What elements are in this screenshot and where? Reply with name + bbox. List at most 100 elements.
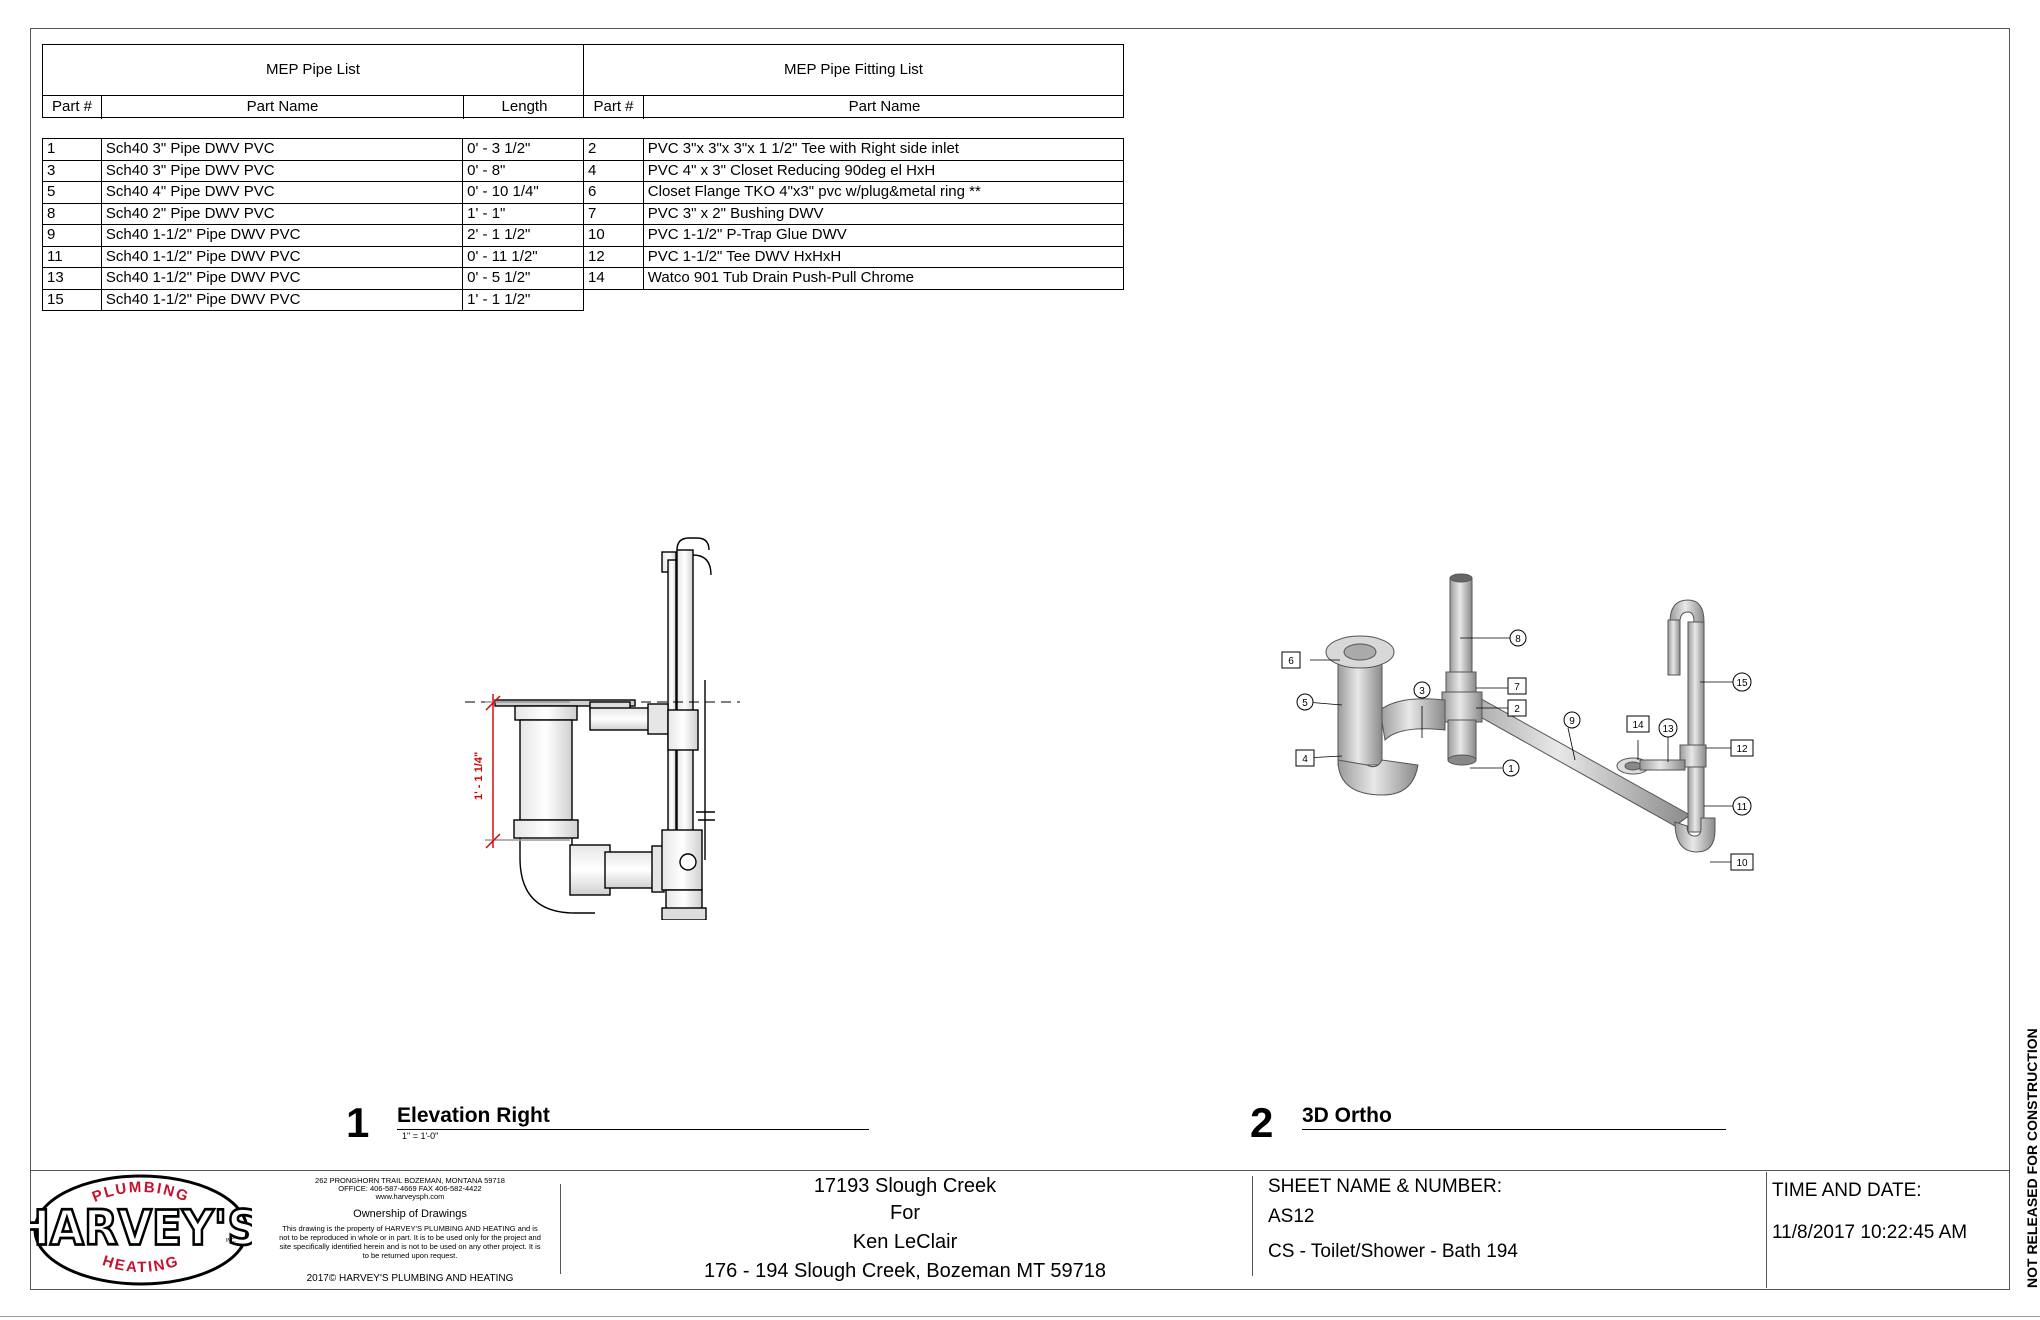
part-number: 3 bbox=[42, 159, 102, 182]
part-number: 15 bbox=[42, 288, 102, 311]
part-number: 6 bbox=[583, 181, 644, 204]
elevation-right-drawing: 1' - 1 1/4" bbox=[465, 537, 740, 920]
part-name: Sch40 3" Pipe DWV PVC bbox=[100, 138, 464, 161]
svg-text:9: 9 bbox=[1569, 716, 1575, 727]
tag-6: 6 bbox=[1281, 651, 1301, 669]
part-number: 5 bbox=[42, 181, 102, 204]
part-name: Sch40 1-1/2" Pipe DWV PVC bbox=[100, 245, 464, 268]
fitting-list-header: MEP Pipe Fitting List Part # Part Name bbox=[583, 44, 1124, 119]
svg-text:5: 5 bbox=[1302, 698, 1308, 709]
title-block bbox=[30, 1170, 2010, 1290]
sheet-number: AS12 bbox=[1268, 1206, 1315, 1227]
pipe-list-col-name: Part Name bbox=[102, 95, 464, 119]
view-1-name: Elevation Right bbox=[397, 1104, 550, 1127]
pipe-list-header: MEP Pipe List Part # Part Name Length bbox=[42, 44, 584, 119]
page-edge bbox=[0, 1316, 2040, 1317]
part-number: 11 bbox=[42, 245, 102, 268]
table-row: 11 Sch40 1-1/2" Pipe DWV PVC 0' - 11 1/2… bbox=[42, 245, 584, 268]
table-row: 7 PVC 3" x 2" Bushing DWV bbox=[583, 202, 1125, 225]
copyright: 2017© HARVEY'S PLUMBING AND HEATING bbox=[306, 1273, 514, 1284]
view-2-name: 3D Ortho bbox=[1302, 1104, 1392, 1127]
table-row: 8 Sch40 2" Pipe DWV PVC 1' - 1" bbox=[42, 202, 584, 225]
fitting-list-col-name: Part Name bbox=[848, 98, 921, 115]
part-name: Sch40 2" Pipe DWV PVC bbox=[100, 202, 464, 225]
table-row: 14 Watco 901 Tub Drain Push-Pull Chrome bbox=[583, 267, 1125, 290]
tag-9: 9 bbox=[1563, 711, 1581, 729]
company-website: www.harveysph.com bbox=[375, 1192, 445, 1201]
3d-ortho-drawing: 6 5 4 3 8 7 2 1 9 14 13 15 12 11 10 bbox=[1281, 573, 1754, 871]
tag-5: 5 bbox=[1296, 693, 1314, 711]
company-phone: OFFICE: 406-587-4669 FAX 406-582-4422 bbox=[338, 1184, 482, 1193]
part-number: 10 bbox=[583, 224, 644, 247]
company-address: 262 PRONGHORN TRAIL BOZEMAN, MONTANA 597… bbox=[315, 1176, 505, 1185]
table-row: 13 Sch40 1-1/2" Pipe DWV PVC 0' - 5 1/2" bbox=[42, 267, 584, 290]
sheet-name: CS - Toilet/Shower - Bath 194 bbox=[1268, 1241, 1518, 1262]
svg-text:10: 10 bbox=[1736, 858, 1748, 869]
view-2-underline bbox=[1302, 1129, 1726, 1130]
part-name: Sch40 1-1/2" Pipe DWV PVC bbox=[100, 288, 464, 311]
part-name: PVC 4" x 3" Closet Reducing 90deg el HxH bbox=[642, 159, 1125, 182]
part-name: Closet Flange TKO 4"x3" pvc w/plug&metal… bbox=[642, 181, 1125, 204]
table-row: 1 Sch40 3" Pipe DWV PVC 0' - 3 1/2" bbox=[42, 138, 584, 161]
svg-text:1: 1 bbox=[1508, 764, 1514, 775]
svg-text:8: 8 bbox=[1515, 634, 1521, 645]
part-length: 0' - 5 1/2" bbox=[462, 267, 584, 290]
logo-inc-text: INC. bbox=[226, 1238, 236, 1244]
part-name: Sch40 3" Pipe DWV PVC bbox=[100, 159, 464, 182]
part-number: 9 bbox=[42, 224, 102, 247]
part-name: Sch40 4" Pipe DWV PVC bbox=[100, 181, 464, 204]
part-number: 2 bbox=[583, 138, 644, 161]
title-block-divider bbox=[560, 1184, 561, 1274]
svg-text:15: 15 bbox=[1736, 678, 1748, 689]
tag-1: 1 bbox=[1502, 759, 1520, 777]
sheet-label: SHEET NAME & NUMBER: bbox=[1268, 1176, 1503, 1197]
part-length: 2' - 1 1/2" bbox=[462, 224, 584, 247]
part-name: PVC 3"x 3"x 3"x 1 1/2" Tee with Right si… bbox=[642, 138, 1125, 161]
part-length: 1' - 1 1/2" bbox=[462, 288, 584, 311]
svg-text:3: 3 bbox=[1419, 686, 1425, 697]
part-name: PVC 1-1/2" P-Trap Glue DWV bbox=[642, 224, 1125, 247]
view-1-underline bbox=[397, 1129, 869, 1130]
harveys-logo: PLUMBING HEATING HARVEY'S INC. bbox=[30, 1174, 252, 1286]
tag-15: 15 bbox=[1732, 672, 1752, 692]
view-2-number: 2 bbox=[1250, 1099, 1274, 1146]
part-number: 8 bbox=[42, 202, 102, 225]
part-name: PVC 3" x 2" Bushing DWV bbox=[642, 202, 1125, 225]
table-row: 3 Sch40 3" Pipe DWV PVC 0' - 8" bbox=[42, 159, 584, 182]
title-block-divider bbox=[1766, 1172, 1767, 1288]
svg-text:7: 7 bbox=[1514, 682, 1520, 693]
logo-bottom-text: HEATING bbox=[100, 1252, 179, 1276]
table-row: 2 PVC 3"x 3"x 3"x 1 1/2" Tee with Right … bbox=[583, 138, 1125, 161]
tag-4: 4 bbox=[1295, 749, 1315, 767]
view-1-scale: 1" = 1'-0" bbox=[402, 1131, 439, 1141]
elevation-dimension-label: 1' - 1 1/4" bbox=[473, 752, 485, 800]
pipe-list-col-part: Part # bbox=[43, 95, 102, 119]
part-number: 12 bbox=[583, 245, 644, 268]
part-name: PVC 1-1/2" Tee DWV HxHxH bbox=[642, 245, 1125, 268]
sheet-border bbox=[30, 28, 2010, 1290]
part-length: 0' - 3 1/2" bbox=[462, 138, 584, 161]
tag-8: 8 bbox=[1509, 629, 1527, 647]
tag-3: 3 bbox=[1413, 681, 1431, 699]
release-note: NOT RELEASED FOR CONSTRUCTION bbox=[2024, 1028, 2040, 1288]
project-name: 17193 Slough Creek bbox=[813, 1175, 997, 1197]
pipe-list-title: MEP Pipe List bbox=[43, 45, 583, 96]
fitting-list-col-part: Part # bbox=[584, 95, 644, 119]
part-number: 7 bbox=[583, 202, 644, 225]
part-length: 0' - 10 1/4" bbox=[462, 181, 584, 204]
svg-text:6: 6 bbox=[1288, 656, 1294, 667]
part-number: 14 bbox=[583, 267, 644, 290]
tag-7: 7 bbox=[1507, 677, 1527, 695]
table-row: 4 PVC 4" x 3" Closet Reducing 90deg el H… bbox=[583, 159, 1125, 182]
client-name: Ken LeClair bbox=[852, 1231, 958, 1253]
tag-13: 13 bbox=[1658, 718, 1678, 738]
fitting-list-table: 2 PVC 3"x 3"x 3"x 1 1/2" Tee with Right … bbox=[583, 138, 1125, 290]
fitting-list-title: MEP Pipe Fitting List bbox=[584, 45, 1123, 96]
table-row: 6 Closet Flange TKO 4"x3" pvc w/plug&met… bbox=[583, 181, 1125, 204]
svg-text:HEATING: HEATING bbox=[100, 1252, 181, 1276]
svg-text:14: 14 bbox=[1632, 720, 1644, 731]
pipe-list-table: 1 Sch40 3" Pipe DWV PVC 0' - 3 1/2" 3 Sc… bbox=[42, 138, 584, 311]
ownership-title: Ownership of Drawings bbox=[353, 1208, 467, 1220]
tag-11: 11 bbox=[1732, 796, 1752, 816]
pipe-list-col-length: Length bbox=[501, 98, 548, 115]
